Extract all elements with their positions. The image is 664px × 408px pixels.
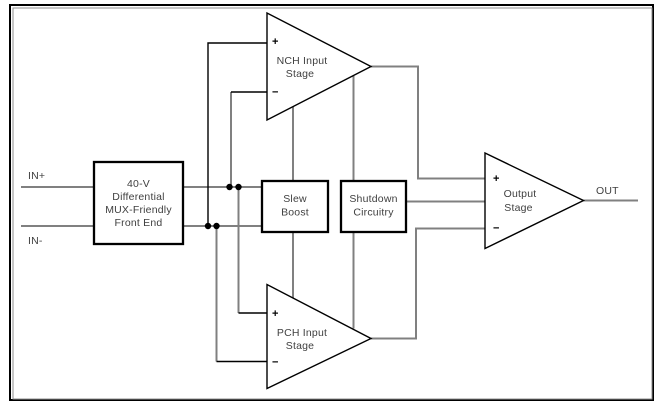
shutdown-box [339, 179, 408, 234]
front-end-label-line4: Front End [115, 217, 163, 229]
output-plus-sign: + [493, 173, 499, 185]
junction-dot [213, 222, 220, 230]
output-stage: + Output Stage − [484, 151, 586, 250]
slew-boost-label-line1: Slew [283, 193, 307, 205]
port-labels: IN+ IN- OUT [28, 170, 619, 247]
nch-plus-sign: + [272, 36, 278, 48]
front-end-box [92, 160, 185, 246]
diagram-border [9, 4, 654, 401]
output-label-line2: Stage [504, 202, 532, 214]
pch-input-stage: + PCH Input Stage − [266, 283, 373, 390]
out-label: OUT [596, 185, 619, 197]
junction-dots [204, 183, 242, 230]
output-triangle [484, 151, 586, 250]
in-minus-label: IN- [28, 235, 43, 247]
wire-pch-to-output-minus [371, 227, 485, 340]
pch-label-line1: PCH Input [277, 327, 327, 339]
nch-triangle [266, 11, 373, 122]
nch-label-line1: NCH Input [277, 55, 328, 67]
wires [21, 65, 638, 362]
pch-triangle [266, 283, 373, 390]
shutdown-label-line2: Circuitry [353, 207, 394, 219]
front-end-label-line1: 40-V [127, 178, 150, 190]
junction-dot [204, 222, 212, 230]
output-minus-sign: − [493, 223, 499, 235]
junction-dot [235, 183, 242, 191]
nch-input-stage: + NCH Input Stage − [266, 11, 373, 122]
nch-minus-sign: − [272, 87, 278, 99]
in-plus-label: IN+ [28, 170, 45, 182]
front-end-block: 40-V Differential MUX-Friendly Front End [92, 160, 185, 246]
input-stub-wires [207, 42, 267, 363]
slew-boost-box [260, 179, 330, 234]
junction-dot [226, 183, 233, 191]
pch-label-line2: Stage [286, 340, 314, 352]
pch-plus-sign: + [272, 308, 278, 320]
diagram-border-inner [12, 7, 653, 400]
wire-nch-plus [207, 42, 267, 226]
output-label-line1: Output [504, 188, 537, 200]
shutdown-block: Shutdown Circuitry [339, 179, 408, 234]
slew-boost-block: Slew Boost [260, 179, 330, 234]
slew-boost-label-line2: Boost [281, 207, 309, 219]
wire-nch-to-output-plus [371, 65, 485, 180]
nch-label-line2: Stage [286, 68, 314, 80]
shutdown-label-line1: Shutdown [349, 193, 397, 205]
front-end-label-line3: MUX-Friendly [105, 204, 172, 216]
front-end-label-line2: Differential [112, 191, 164, 203]
pch-minus-sign: − [272, 357, 278, 369]
